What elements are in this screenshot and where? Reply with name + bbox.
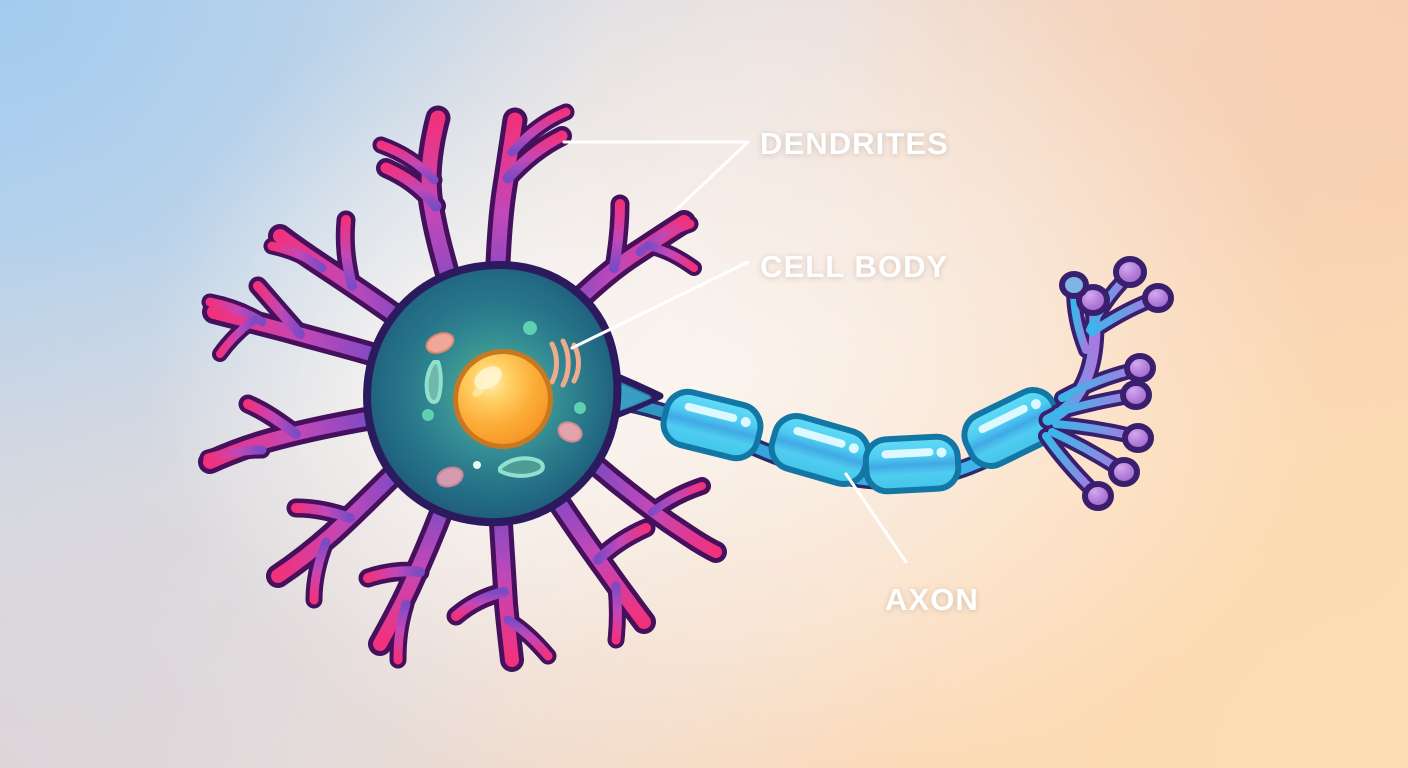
endoplasmic-reticulum bbox=[424, 360, 443, 404]
mitochondrion bbox=[425, 332, 455, 354]
mitochondrion bbox=[557, 421, 583, 443]
myelin-segment bbox=[768, 413, 872, 487]
vesicle bbox=[574, 402, 586, 414]
nucleus bbox=[453, 349, 553, 449]
endoplasmic-reticulum bbox=[498, 456, 545, 478]
vesicle bbox=[422, 409, 434, 421]
vesicle bbox=[523, 321, 537, 335]
leader-line-dendrites-lower bbox=[674, 140, 750, 212]
label-cell-body: CELL BODY bbox=[760, 249, 949, 284]
axon-terminal-group bbox=[1038, 256, 1174, 511]
myelin-segment bbox=[961, 387, 1063, 469]
synaptic-bouton bbox=[1059, 256, 1174, 511]
vesicle bbox=[473, 461, 481, 469]
label-dendrites: DENDRITES bbox=[760, 126, 949, 161]
myelin-segment bbox=[862, 433, 962, 495]
myelin-sheath-group bbox=[660, 387, 1063, 495]
leader-line-group bbox=[562, 140, 908, 564]
leader-line-axon bbox=[844, 472, 908, 564]
leader-line-cell-body bbox=[570, 260, 750, 350]
myelin-segment bbox=[660, 388, 764, 462]
organelle-group bbox=[422, 321, 586, 488]
label-axon: AXON bbox=[885, 582, 979, 617]
mitochondrion bbox=[436, 466, 464, 488]
